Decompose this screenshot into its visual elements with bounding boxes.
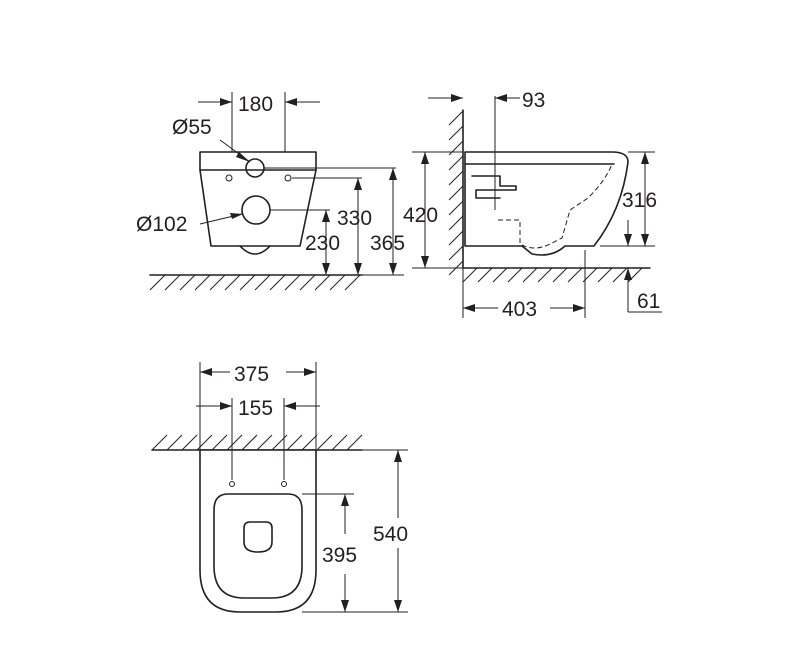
- total-width-label: 375: [234, 363, 269, 386]
- side-floor-hatching: [462, 267, 643, 283]
- front-width-label: 180: [238, 93, 273, 116]
- seat-length-label: 395: [322, 544, 357, 567]
- frame-height-label: 420: [403, 204, 438, 227]
- side-bowl-outline: [464, 151, 629, 256]
- front-fixing-hole-left: [225, 174, 233, 182]
- depth-offset-label: 93: [522, 89, 545, 112]
- fixing-distance-label: 155: [238, 397, 273, 420]
- inlet-diameter-label: Ø55: [172, 116, 212, 139]
- top-fixing-hole-right: [281, 481, 287, 487]
- wall-hatching: [448, 110, 464, 276]
- front-view: 180 Ø55 Ø102 230 330 365: [136, 92, 405, 291]
- side-view: 93 420 316 61 403: [403, 89, 662, 321]
- front-fixing-hole-right: [284, 174, 292, 182]
- inlet-height-label: 330: [337, 207, 372, 230]
- top-view: 375 155 395 540: [151, 362, 408, 613]
- bowl-height-label: 316: [622, 189, 657, 212]
- floor-offset-label: 61: [637, 290, 660, 313]
- top-wall-hatching: [151, 434, 363, 451]
- top-bowl-opening: [243, 521, 273, 553]
- top-fixing-hole-left: [229, 481, 235, 487]
- front-drain-spigot: [239, 245, 271, 255]
- top-seat-outline: [213, 493, 303, 599]
- rim-height-label: 365: [370, 232, 405, 255]
- front-floor-hatching: [149, 274, 361, 291]
- outlet-diameter-label: Ø102: [136, 213, 187, 236]
- outlet-height-label: 230: [305, 232, 340, 255]
- front-bowl-outline: [199, 151, 317, 247]
- side-inlet-fitting: [471, 175, 517, 199]
- top-bowl-outline: [199, 449, 317, 613]
- total-length-label: 540: [373, 523, 408, 546]
- projection-label: 403: [502, 298, 537, 321]
- side-internal-trap: [498, 163, 613, 249]
